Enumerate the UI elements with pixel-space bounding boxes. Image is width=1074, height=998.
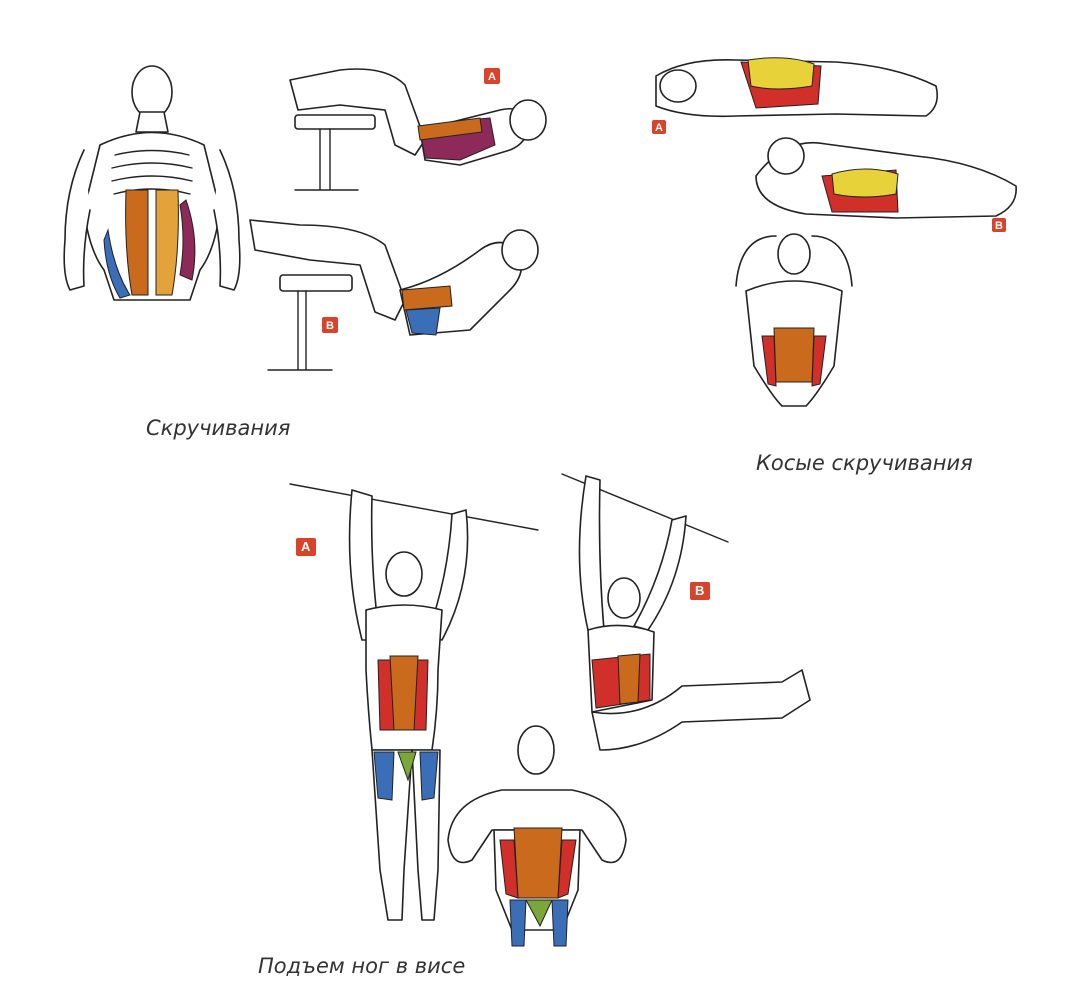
oblique-b-figure: B (755, 137, 1017, 232)
oblique-a-figure: A (652, 57, 939, 134)
caption-oblique-crunches: Косые скручивания (756, 451, 973, 475)
hanging-badge-b-text: B (695, 583, 704, 598)
hanging-badge-a (296, 538, 316, 556)
oblique-badge-b (992, 218, 1006, 232)
hanging-b-figure (578, 475, 811, 751)
hanging-a-figure (348, 489, 469, 921)
oblique-badge-a (652, 120, 666, 134)
crunches-illustration: A B (63, 65, 547, 371)
hanging-leg-raise-panel: A B (262, 450, 828, 950)
oblique-front-figure (735, 233, 853, 407)
caption-crunches: Скручивания (146, 416, 291, 440)
crunch-b-figure: B (249, 219, 539, 371)
pullup-bar-a (289, 483, 539, 531)
oblique-crunches-illustration: A B (652, 57, 1017, 407)
oblique-crunches-panel: A B (636, 36, 1036, 420)
caption-hanging-leg-raise: Подъем ног в висе (258, 954, 466, 978)
hanging-badge-a-text: A (301, 539, 311, 554)
hanging-badge-b (690, 582, 710, 600)
badge-a-text: A (488, 71, 496, 83)
crunch-a-figure: A (289, 68, 547, 191)
badge-b (322, 317, 338, 333)
crunches-panel: A B (40, 50, 560, 390)
hanging-leg-raise-illustration: A B (289, 473, 811, 947)
oblique-badge-a-text: A (655, 122, 663, 134)
front-flex-figure (447, 725, 627, 947)
badge-b-text: B (326, 320, 334, 332)
oblique-badge-b-text: B (995, 220, 1003, 232)
anatomy-figure (63, 65, 241, 301)
badge-a (484, 68, 500, 84)
